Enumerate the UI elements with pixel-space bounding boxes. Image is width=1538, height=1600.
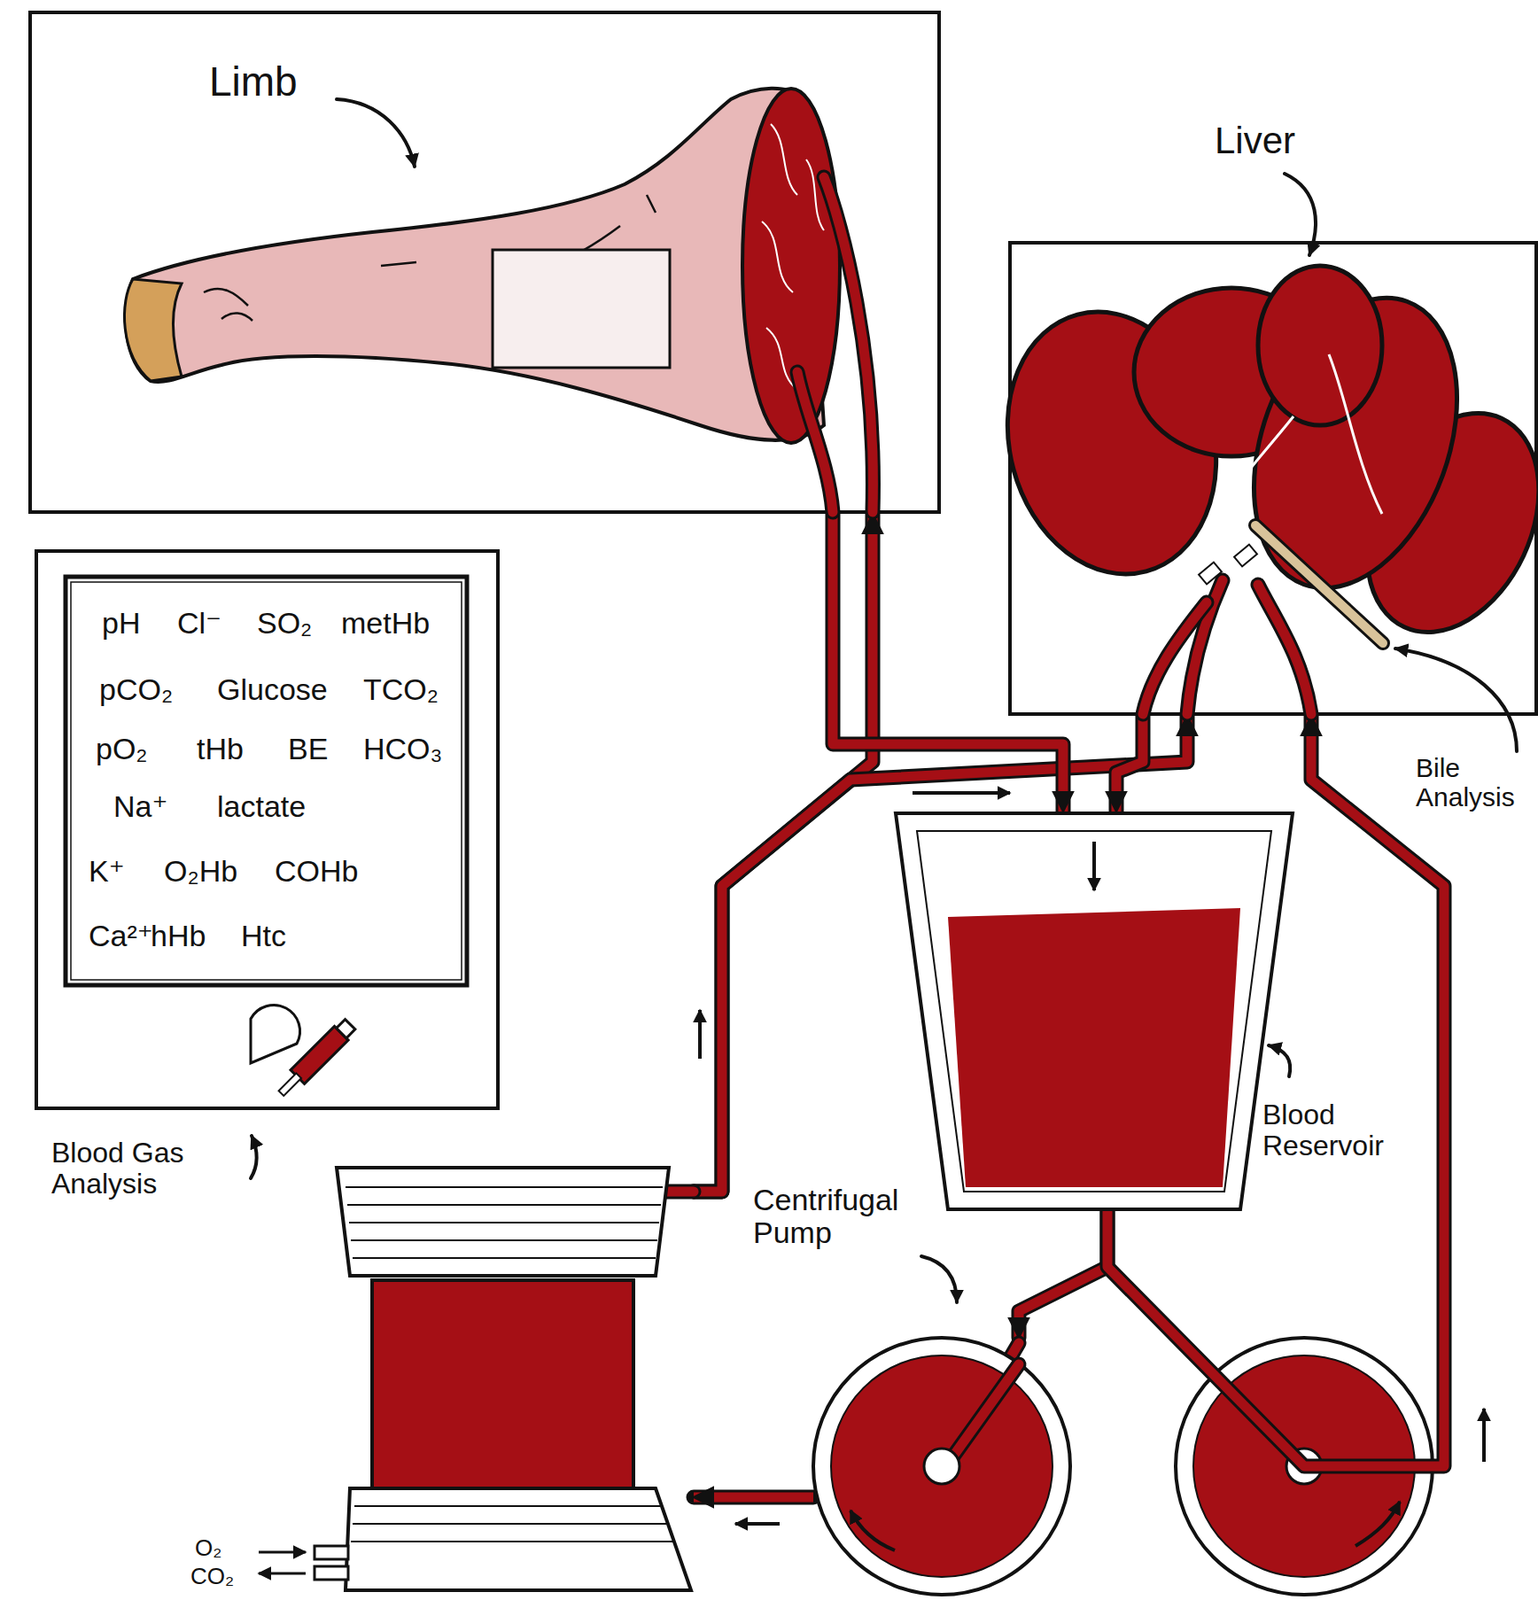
parameter-cell: Htc bbox=[240, 919, 287, 953]
parameter-cell: K⁺ bbox=[88, 854, 125, 888]
node-label: O₂ bbox=[194, 1535, 222, 1562]
node-label: Limb bbox=[209, 59, 298, 105]
parameter-cell: metHb bbox=[341, 606, 430, 640]
parameter-cell: O₂Hb bbox=[163, 854, 238, 888]
node-label: Centrifugal Pump bbox=[753, 1183, 957, 1251]
node-label: Blood Reservoir bbox=[1262, 1099, 1418, 1162]
blood-tube bbox=[1018, 1211, 1108, 1338]
node-label: Liver bbox=[1214, 120, 1296, 162]
parameter-cell: COHb bbox=[274, 854, 358, 888]
limb-panel-drawing bbox=[28, 10, 941, 514]
parameter-cell: BE bbox=[287, 732, 328, 766]
blood-tube bbox=[693, 1497, 814, 1499]
parameter-cell: Ca²⁺ bbox=[88, 919, 154, 953]
liver-panel: Liver bbox=[1008, 240, 1538, 716]
liver-panel-drawing bbox=[1008, 240, 1538, 716]
oxygenator: O₂CO₂ bbox=[334, 1163, 694, 1595]
centrifugal-pump: Centrifugal Pump bbox=[813, 1337, 1071, 1595]
parameter-cell: pO₂ bbox=[95, 732, 148, 766]
parameter-cell: lactate bbox=[217, 790, 306, 824]
parameter-cell: Na⁺ bbox=[113, 790, 168, 824]
blood-tube bbox=[1116, 715, 1143, 812]
parameter-cell: TCO₂ bbox=[363, 673, 439, 707]
centrifugal-pump-drawing bbox=[813, 1337, 1071, 1595]
parameter-cell: hHb bbox=[150, 919, 206, 953]
parameter-cell: Cl⁻ bbox=[177, 606, 222, 640]
node-label: CO₂ bbox=[190, 1563, 234, 1590]
parameter-cell: SO₂ bbox=[256, 606, 312, 640]
parameter-cell: pH bbox=[101, 606, 140, 640]
limb-panel: Limb bbox=[28, 10, 941, 514]
node-label: Blood Gas Analysis bbox=[51, 1137, 229, 1200]
parameter-cell: HCO₃ bbox=[363, 732, 443, 766]
blood-reservoir-drawing bbox=[893, 811, 1295, 1212]
blood-reservoir: Blood Reservoir bbox=[893, 811, 1295, 1212]
oxygenator-drawing bbox=[334, 1163, 694, 1595]
callout-label: Bile Analysis bbox=[1415, 753, 1533, 812]
blood-tube bbox=[832, 513, 1064, 812]
parameter-cell: pCO₂ bbox=[99, 673, 173, 707]
parameter-cell: Glucose bbox=[217, 673, 328, 707]
parameter-cell: tHb bbox=[196, 732, 244, 766]
